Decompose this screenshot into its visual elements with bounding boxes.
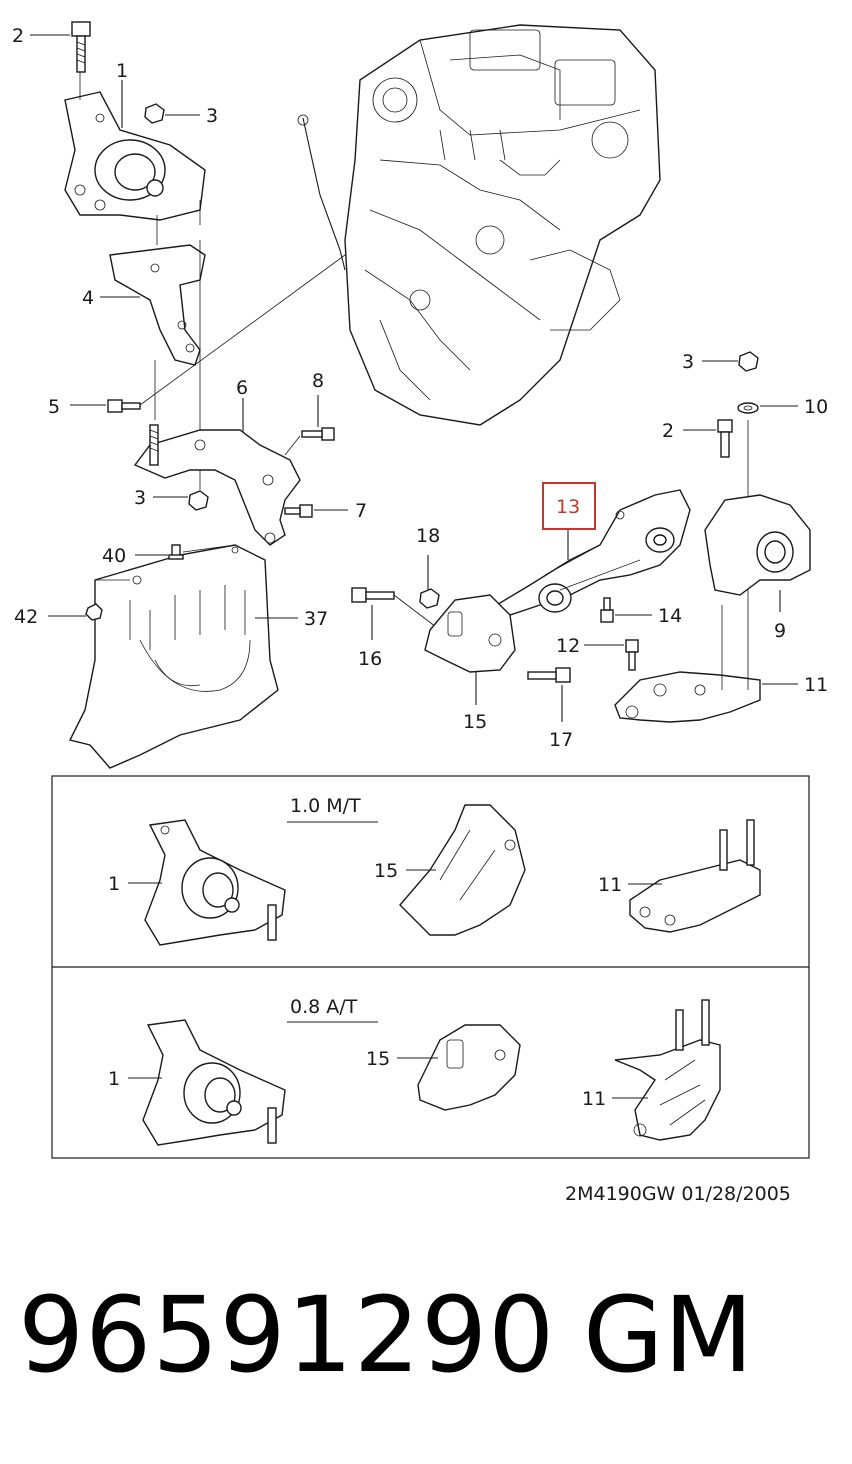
bracket-15-automatic xyxy=(417,1024,521,1111)
engine-mount-9 xyxy=(704,494,811,596)
callout-37[interactable]: 37 xyxy=(304,608,328,630)
callout-5[interactable]: 5 xyxy=(48,396,60,418)
callout-17[interactable]: 17 xyxy=(549,729,573,751)
callout-15c[interactable]: 15 xyxy=(366,1048,390,1070)
clip-40 xyxy=(168,544,184,560)
callout-16[interactable]: 16 xyxy=(358,648,382,670)
bolt-17 xyxy=(527,667,571,683)
dipstick xyxy=(302,117,346,271)
callout-14[interactable]: 14 xyxy=(658,605,682,627)
bracket-11-manual xyxy=(629,819,761,933)
callout-15a[interactable]: 15 xyxy=(463,711,487,733)
variant-label-manual: 1.0 M/T xyxy=(290,795,361,817)
callout-2a[interactable]: 2 xyxy=(12,25,24,47)
callout-11c[interactable]: 11 xyxy=(582,1088,606,1110)
bracket-6 xyxy=(133,429,301,546)
callout-7[interactable]: 7 xyxy=(355,500,367,522)
bracket-4 xyxy=(109,244,206,366)
bolt-16 xyxy=(351,587,395,603)
variant-table xyxy=(51,775,810,1159)
callout-10[interactable]: 10 xyxy=(804,396,828,418)
bracket-11 xyxy=(614,671,761,723)
bracket-13 xyxy=(477,489,691,616)
bracket-15 xyxy=(424,594,516,673)
mount-bolt-2 xyxy=(71,21,91,73)
callout-4[interactable]: 4 xyxy=(82,287,94,309)
washer-10 xyxy=(737,402,759,414)
callout-13[interactable]: 13 xyxy=(556,496,580,518)
callout-18[interactable]: 18 xyxy=(416,525,440,547)
callout-9[interactable]: 9 xyxy=(774,620,786,642)
parts-diagram: 2 1 3 4 5 6 8 3 7 40 42 37 13 18 16 15 1… xyxy=(12,21,828,1159)
stud-6 xyxy=(149,424,159,466)
nut-3c xyxy=(738,351,759,372)
callout-3a[interactable]: 3 xyxy=(206,105,218,127)
callout-15b[interactable]: 15 xyxy=(374,860,398,882)
variant-label-automatic: 0.8 A/T xyxy=(290,996,358,1018)
nut-18 xyxy=(419,588,440,609)
bolt-8 xyxy=(301,427,335,441)
bolt-7 xyxy=(284,504,313,518)
callout-1c[interactable]: 1 xyxy=(108,1068,120,1090)
callout-8[interactable]: 8 xyxy=(312,370,324,392)
callout-12[interactable]: 12 xyxy=(556,635,580,657)
callout-6[interactable]: 6 xyxy=(236,377,248,399)
drawing-code: 2M4190GW 01/28/2005 xyxy=(565,1183,791,1205)
nut-3a xyxy=(144,103,165,124)
clip-42 xyxy=(85,603,103,621)
bracket-11-automatic xyxy=(614,999,721,1141)
callout-42[interactable]: 42 xyxy=(14,606,38,628)
highlight-box-13 xyxy=(542,482,596,530)
heat-shield-37 xyxy=(68,544,279,769)
mount-1-automatic xyxy=(142,1019,286,1146)
callout-40[interactable]: 40 xyxy=(102,545,126,567)
bolt-14 xyxy=(600,597,614,623)
callout-11a[interactable]: 11 xyxy=(804,674,828,696)
nut-3b xyxy=(188,490,209,511)
engine-mount-1 xyxy=(64,91,206,221)
callout-1b[interactable]: 1 xyxy=(108,873,120,895)
callout-2b[interactable]: 2 xyxy=(662,420,674,442)
callout-3c[interactable]: 3 xyxy=(682,351,694,373)
callout-11b[interactable]: 11 xyxy=(598,874,622,896)
callout-3b[interactable]: 3 xyxy=(134,487,146,509)
mount-1-manual xyxy=(144,819,286,946)
manufacturer-name: GM xyxy=(583,1274,754,1396)
bolt-12 xyxy=(625,639,639,671)
bolt-2b xyxy=(717,419,733,458)
bracket-15-manual xyxy=(399,804,526,936)
callout-1a[interactable]: 1 xyxy=(116,60,128,82)
engine-block xyxy=(344,24,661,426)
part-number: 96591290 xyxy=(18,1274,556,1396)
bolt-5 xyxy=(107,399,141,413)
